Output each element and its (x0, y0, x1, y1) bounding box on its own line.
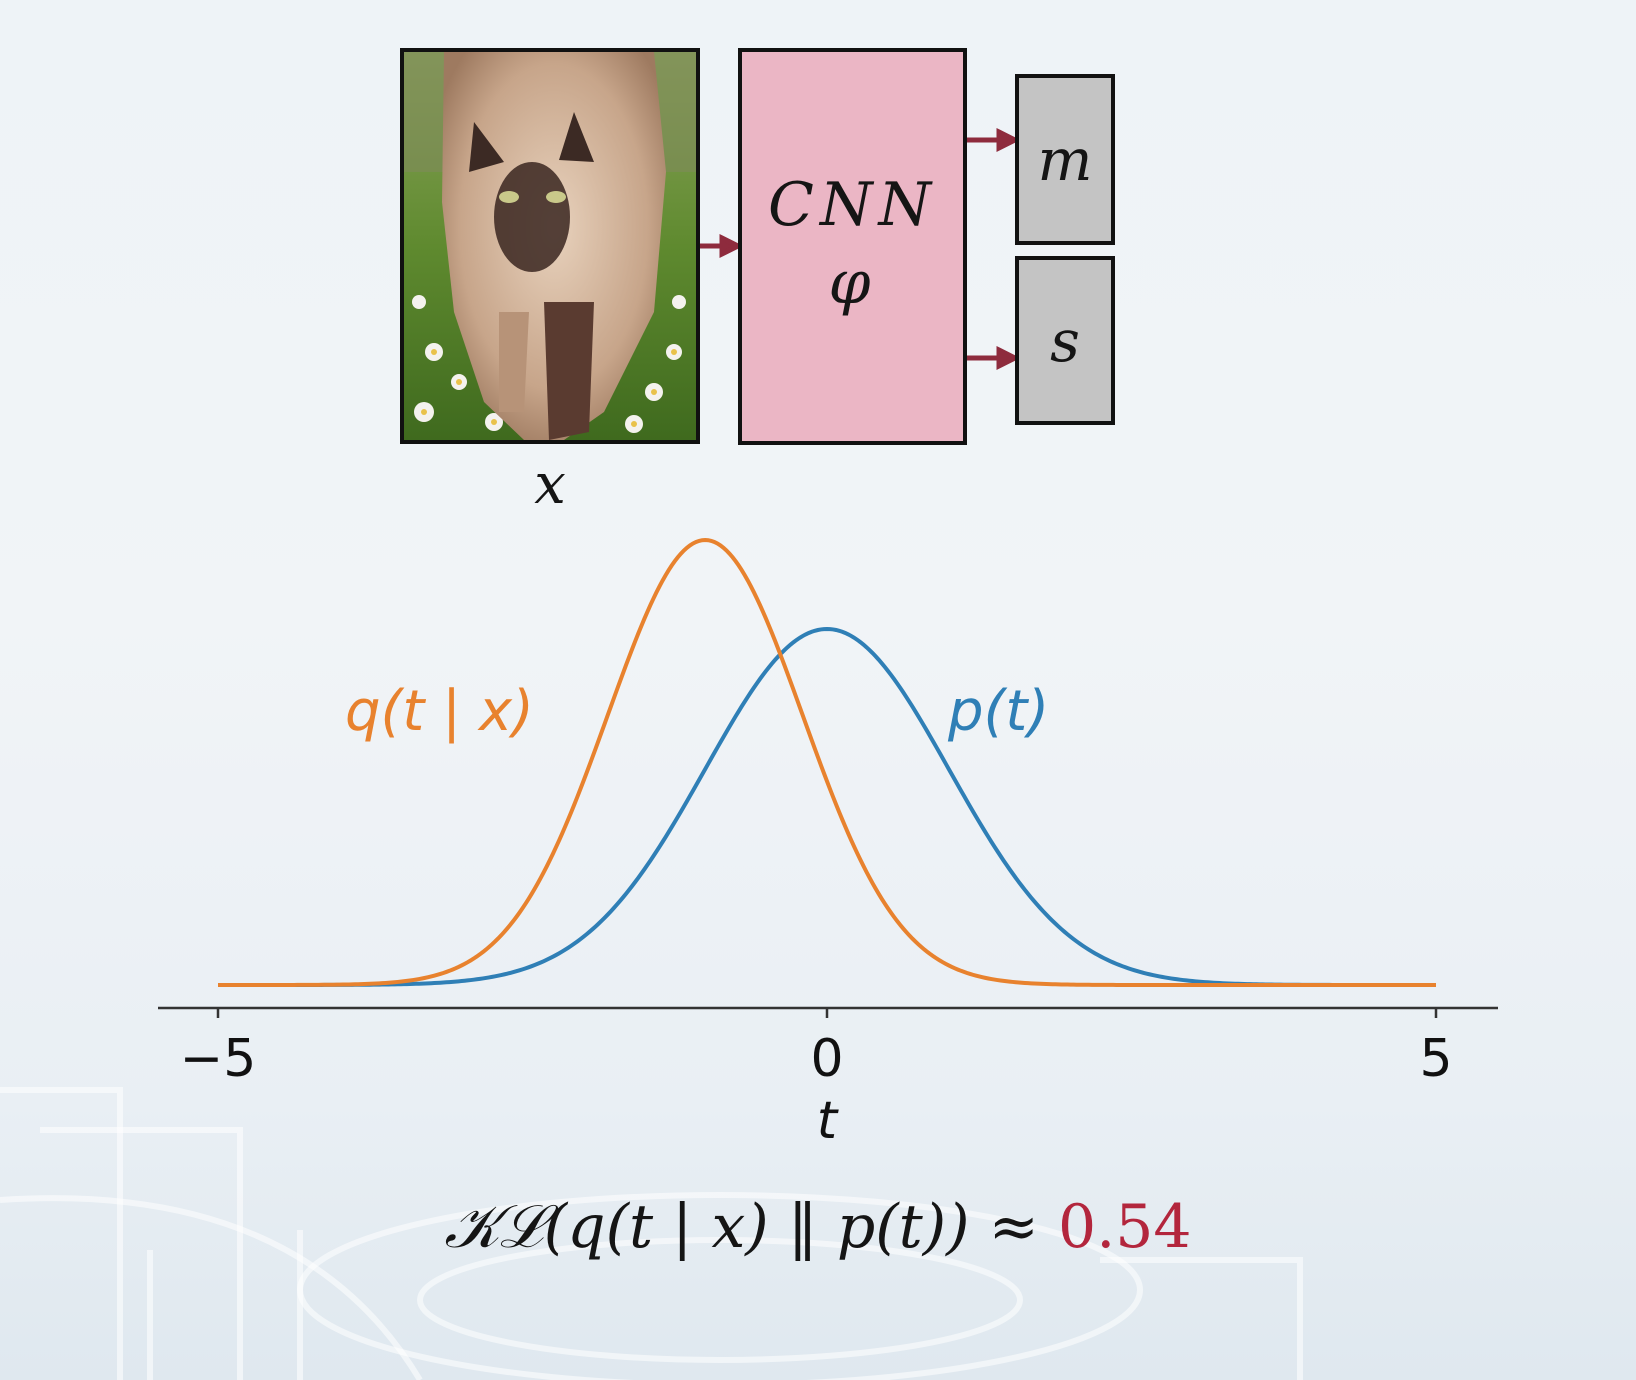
x-tick-label: 0 (810, 1029, 843, 1089)
cnn-block: CNN φ (738, 48, 967, 445)
output-m-label: m (1037, 125, 1093, 194)
x-axis-label: t (817, 1091, 839, 1140)
kl-value: 0.54 (1058, 1192, 1192, 1262)
x-tick-label: 5 (1419, 1029, 1452, 1089)
cat-input-image (400, 48, 700, 444)
cnn-to-s-arrow (996, 345, 1021, 371)
output-m-block: m (1015, 74, 1115, 245)
kl-expression: 𝒦ℒ(q(t | x) ‖ p(t)) ≈ (444, 1192, 1039, 1262)
cnn-label: CNN (768, 170, 937, 240)
cnn-param-label: φ (828, 248, 877, 318)
input-to-cnn-arrow (719, 233, 744, 259)
kl-divergence-line: 𝒦ℒ(q(t | x) ‖ p(t)) ≈ 0.54 (0, 1192, 1636, 1262)
q-curve (218, 537, 1436, 987)
p-curve-label: p(t) (947, 679, 1049, 744)
q-curve-label: q(t | x) (345, 679, 534, 744)
cat-photo-illustration (404, 52, 696, 440)
x-tick-label: −5 (180, 1029, 257, 1089)
cnn-to-m-arrow (996, 127, 1021, 153)
density-chart: −5 0 5 t q(t | x) p(t) (158, 537, 1498, 1140)
output-s-label: s (1050, 306, 1080, 375)
output-s-block: s (1015, 256, 1115, 425)
input-label: x (534, 452, 566, 517)
diagram-arrows (700, 127, 1021, 371)
